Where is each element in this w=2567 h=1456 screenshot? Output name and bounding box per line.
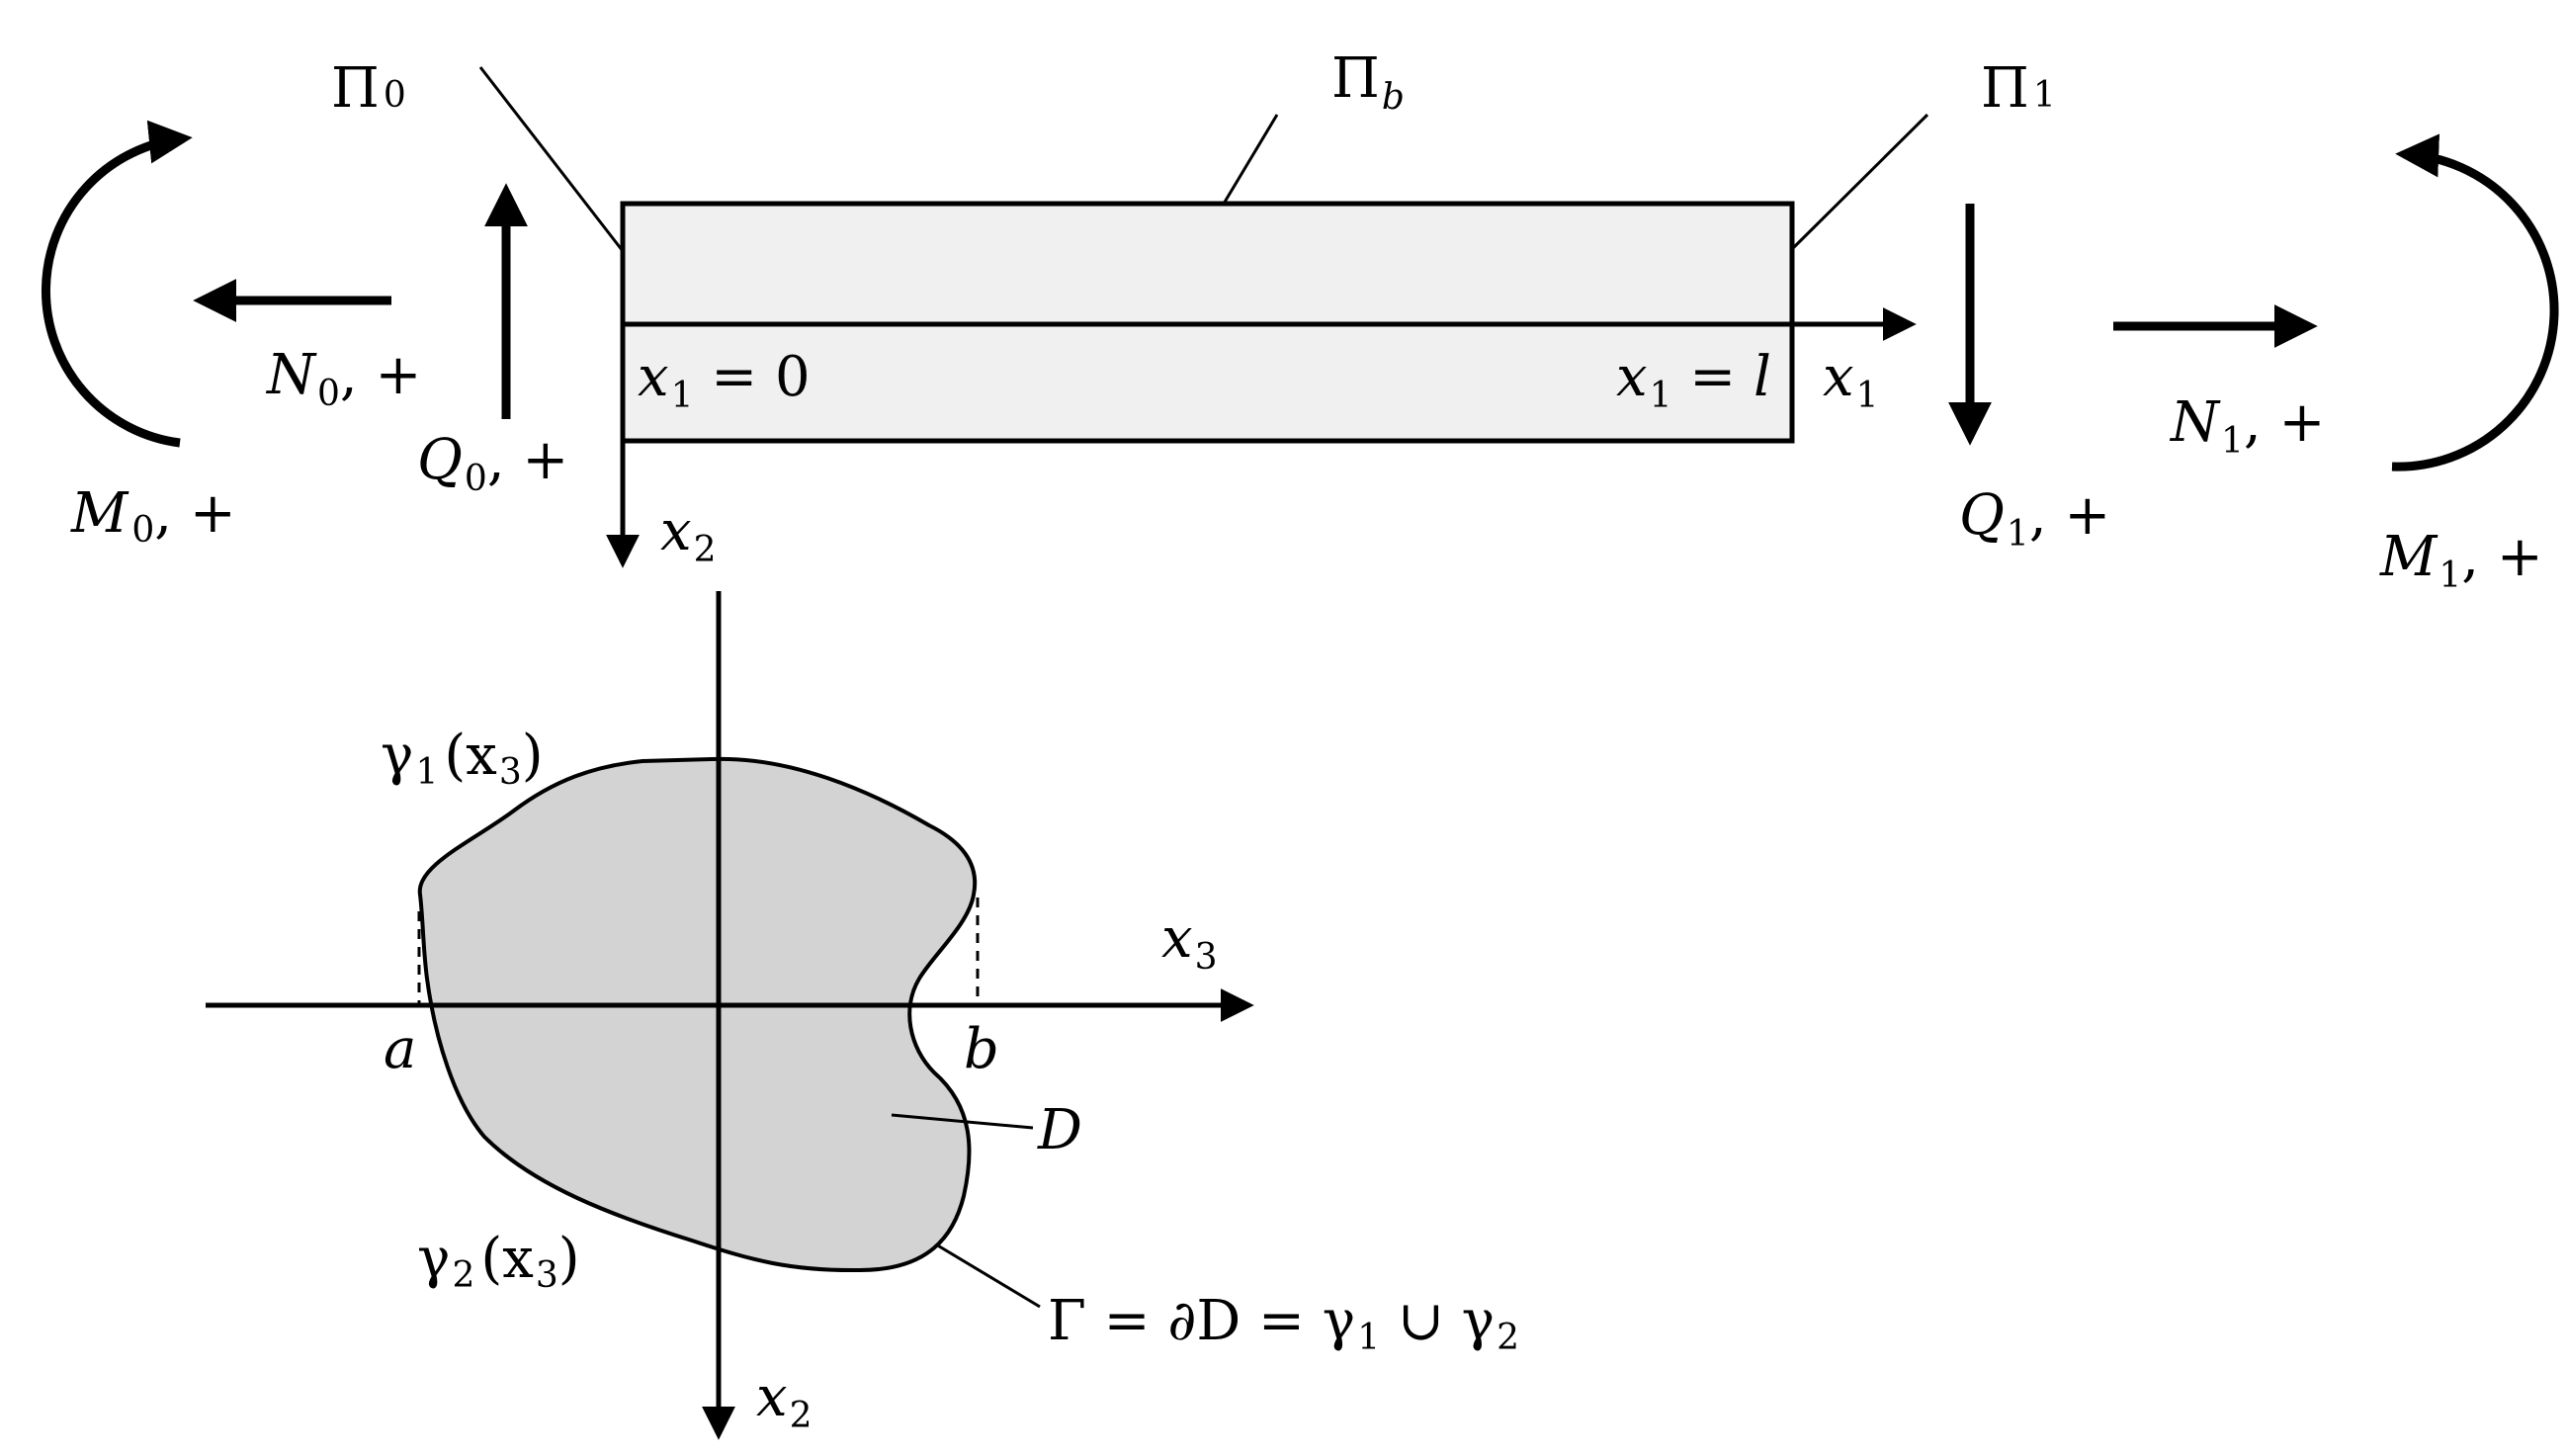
label-gamma2: γ2(x3) — [417, 1227, 580, 1296]
label-m1: M1, + — [2379, 525, 2543, 596]
label-n0: N0, + — [265, 343, 421, 414]
label-d: D — [1037, 1098, 1082, 1162]
label-x1-l: x1 = l — [1616, 345, 1771, 416]
boundary-leader-line — [935, 1242, 1041, 1309]
label-x1-zero: x1 = 0 — [638, 345, 811, 416]
label-boundary: Γ = ∂D = γ1 ∪ γ2 — [1048, 1289, 1519, 1358]
label-gamma1: γ1(x3) — [381, 724, 544, 793]
label-q0: Q0, + — [417, 428, 568, 499]
label-n1: N1, + — [2169, 390, 2325, 462]
label-pib: Πb — [1331, 46, 1405, 118]
label-x3-axis: x3 — [1161, 906, 1218, 978]
label-b: b — [964, 1017, 999, 1081]
pib-leader-line — [1222, 114, 1279, 205]
pi1-leader-line — [1790, 113, 1929, 251]
moment-m1-arrow — [2391, 133, 2559, 471]
label-x2-section: x2 — [756, 1365, 813, 1436]
label-x1-axis: x1 — [1823, 345, 1879, 416]
pi0-leader-line — [478, 66, 625, 252]
label-x2-beam: x2 — [660, 499, 717, 570]
d-leader-line — [891, 1113, 1034, 1130]
moment-m0-arrow — [41, 120, 193, 448]
cross-section-region — [417, 756, 978, 1273]
label-q1: Q1, + — [1959, 483, 2110, 555]
label-a: a — [384, 1017, 416, 1081]
